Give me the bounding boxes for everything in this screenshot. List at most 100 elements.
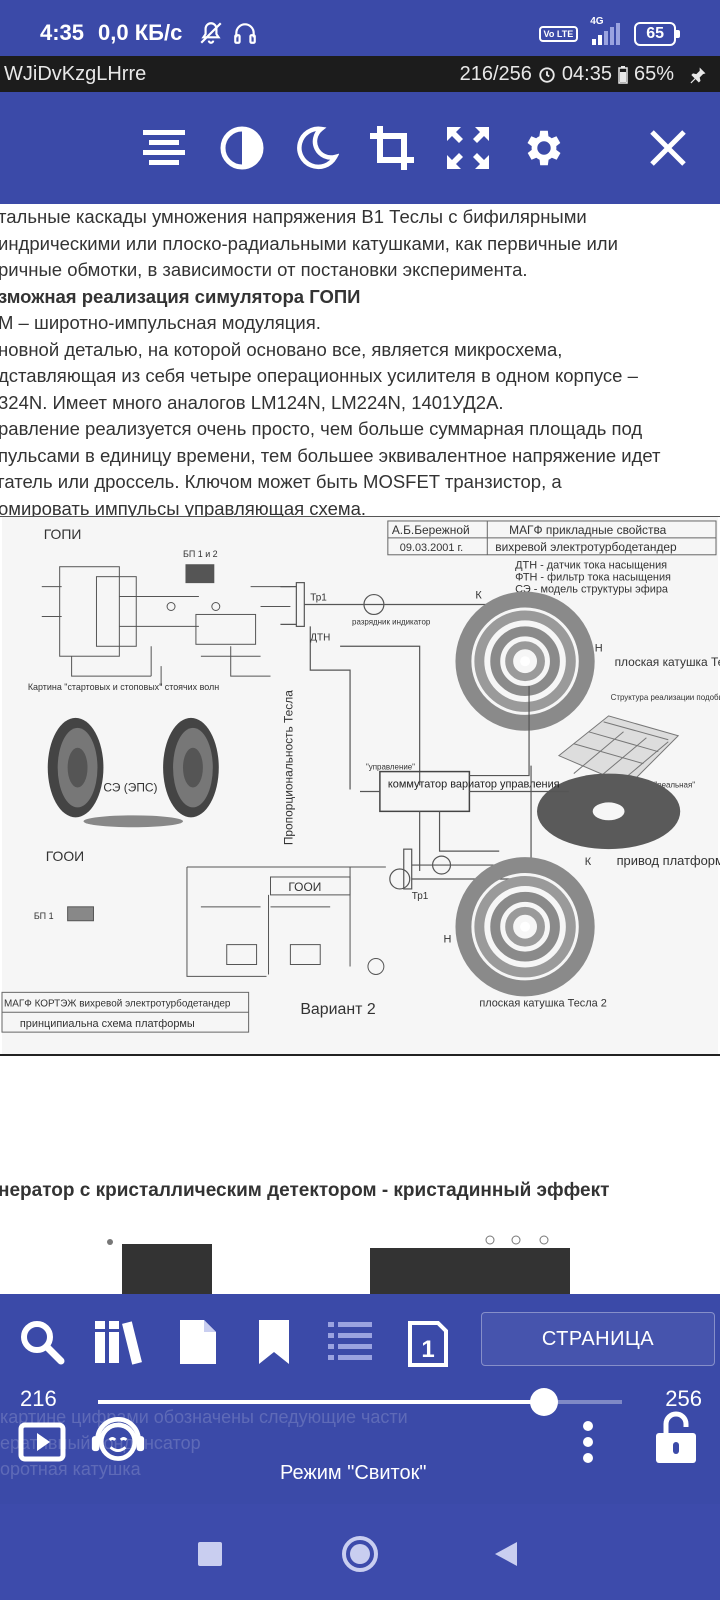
info-clock: 04:35: [561, 63, 612, 85]
clock-icon: [539, 66, 555, 83]
variant-label: Вариант 2: [300, 1001, 376, 1018]
document-text: тальные каскады умножения напряжения В1 …: [0, 204, 720, 522]
section-heading: зможная реализация симулятора ГОПИ: [0, 285, 361, 307]
schematic-date: 09.03.2001 г.: [400, 542, 463, 554]
gooi-label: ГООИ: [46, 848, 84, 864]
faded-line: еративный конденсатор: [0, 1433, 201, 1453]
settings-icon[interactable]: [518, 122, 570, 174]
battery-level: 65: [646, 25, 664, 42]
night-mode-icon[interactable]: [290, 122, 342, 174]
more-icon[interactable]: [560, 1414, 616, 1470]
legend-line: ДТН - датчик тока насыщения: [515, 560, 667, 572]
gopi-label: ГОПИ: [44, 526, 82, 542]
text-line: равление реализуется очень просто, чем б…: [0, 418, 643, 439]
tts-icon[interactable]: [90, 1410, 146, 1466]
recents-icon[interactable]: [190, 1534, 230, 1574]
lock-icon[interactable]: [648, 1410, 704, 1466]
page-counter: 216/256: [459, 63, 532, 85]
h-label: Н: [595, 642, 603, 654]
battery-icon: 65: [634, 22, 680, 46]
range-end: 256: [665, 1386, 702, 1411]
range-start: 216: [20, 1386, 57, 1411]
volte-badge: Vo LTE: [538, 26, 579, 42]
text-line: ричные обмотки, в зависимости от постано…: [0, 259, 528, 280]
network-type: 4G: [590, 16, 604, 27]
page-slider[interactable]: [98, 1388, 622, 1416]
close-icon[interactable]: [642, 122, 694, 174]
top-toolbar: [0, 92, 720, 204]
status-time: 4:35: [40, 20, 85, 45]
tesla-prop-label: Пропорциональность Тесла: [281, 690, 295, 845]
schematic-title: МАГФ прикладные свойства: [509, 523, 667, 537]
info-battery: 65%: [633, 63, 674, 85]
schematic-author: А.Б.Бережной: [392, 523, 470, 537]
mute-icon: [200, 22, 222, 44]
play-icon[interactable]: [14, 1414, 70, 1470]
bp1-label: БП 1: [34, 911, 54, 921]
tr1-bottom-label: Тр1: [412, 891, 429, 902]
text-line: пульсами в единицу времени, тем большее …: [0, 444, 661, 466]
structure-label: Структура реализации подобия: [611, 693, 720, 702]
slider-fill: [98, 1400, 545, 1404]
drive-label: привод платформы: [617, 853, 720, 868]
reader-info-bar: WJiDvKzgLHrre 216/256 04:35 65%: [0, 56, 720, 92]
real-label: "реальная": [654, 780, 695, 789]
text-line: индрическими или плоско-радиальными кату…: [0, 232, 618, 254]
bottom-left-title: МАГФ КОРТЭЖ вихревой электротурбодетанде…: [4, 998, 231, 1009]
document-page[interactable]: тальные каскады умножения напряжения В1 …: [0, 204, 720, 1294]
slider-thumb[interactable]: [530, 1388, 559, 1416]
text-line: новной деталью, на которой основано все,…: [0, 338, 563, 360]
svg-text:1: 1: [421, 1336, 434, 1363]
h-bottom-label: Н: [444, 934, 452, 946]
dtn-label: ДТН: [310, 632, 330, 643]
control-label: "управление": [366, 763, 415, 772]
text-line: дставляющая из себя четыре операционных …: [0, 365, 638, 386]
k-bottom-label: К: [585, 856, 592, 868]
toc-icon[interactable]: [322, 1314, 378, 1370]
signal-icon: 4G: [588, 16, 624, 46]
system-nav-bar: [0, 1504, 720, 1600]
faded-line: оротная катушка: [0, 1459, 141, 1479]
align-icon[interactable]: [138, 122, 190, 174]
mode-label[interactable]: Режим "Свиток": [280, 1462, 427, 1484]
faded-line: картине цифрами обозначены следующие час…: [0, 1407, 408, 1427]
indicator-label: разрядник индикатор: [352, 617, 431, 626]
home-icon[interactable]: [340, 1534, 380, 1574]
circuit-schematic: А.Б.Бережной 09.03.2001 г. МАГФ прикладн…: [0, 516, 720, 1056]
back-icon[interactable]: [486, 1534, 526, 1574]
coil2-label: плоская катушка Тесла 2: [479, 997, 606, 1009]
fullscreen-icon[interactable]: [442, 122, 494, 174]
page-number-icon[interactable]: 1: [400, 1314, 456, 1370]
text-line: 324N. Имеет много аналогов LM124N, LM224…: [0, 391, 504, 413]
document-icon[interactable]: [170, 1314, 226, 1370]
coil1-label: плоская катушка Тесла 1: [615, 655, 720, 669]
faded-page-text: картине цифрами обозначены следующие час…: [0, 1404, 520, 1482]
book-title: WJiDvKzgLHrre: [4, 63, 147, 85]
text-line: гатель или дроссель. Ключом может быть M…: [0, 471, 562, 492]
switch-label: коммутатор вариатор управления: [388, 778, 560, 790]
waves-label: Картина "стартовых и стоповых" стоячих в…: [28, 682, 219, 692]
search-icon[interactable]: [14, 1314, 70, 1370]
tr1-label: Тр1: [310, 593, 327, 604]
pin-icon[interactable]: [688, 65, 708, 85]
battery-icon: [618, 65, 628, 84]
contrast-icon[interactable]: [216, 122, 268, 174]
library-icon[interactable]: [92, 1314, 148, 1370]
crop-icon[interactable]: [366, 122, 418, 174]
page-button[interactable]: СТРАНИЦА: [481, 1312, 715, 1366]
bp12-label: БП 1 и 2: [183, 549, 218, 559]
net-speed: 0,0 КБ/с: [98, 20, 183, 45]
legend-line: СЭ - модель структуры эфира: [515, 584, 669, 596]
text-line: омировать импульсы управляющая схема.: [0, 497, 367, 519]
bookmark-icon[interactable]: [246, 1314, 302, 1370]
k-label: К: [475, 590, 482, 602]
section-heading-2: нератор с кристаллическим детектором - к…: [0, 1180, 610, 1201]
legend-line: ФТН - фильтр тока насыщения: [515, 572, 671, 584]
text-line: тальные каскады умножения напряжения В1 …: [0, 206, 587, 227]
gooi-box-label: ГООИ: [288, 880, 321, 894]
bottom-left-subtitle: принципиальна схема платформы: [20, 1018, 195, 1030]
bottom-control-panel: картине цифрами обозначены следующие час…: [0, 1294, 720, 1504]
se-label: СЭ (ЭПС): [103, 780, 157, 794]
partial-figure: [107, 1235, 570, 1294]
headphones-icon: [234, 23, 257, 44]
